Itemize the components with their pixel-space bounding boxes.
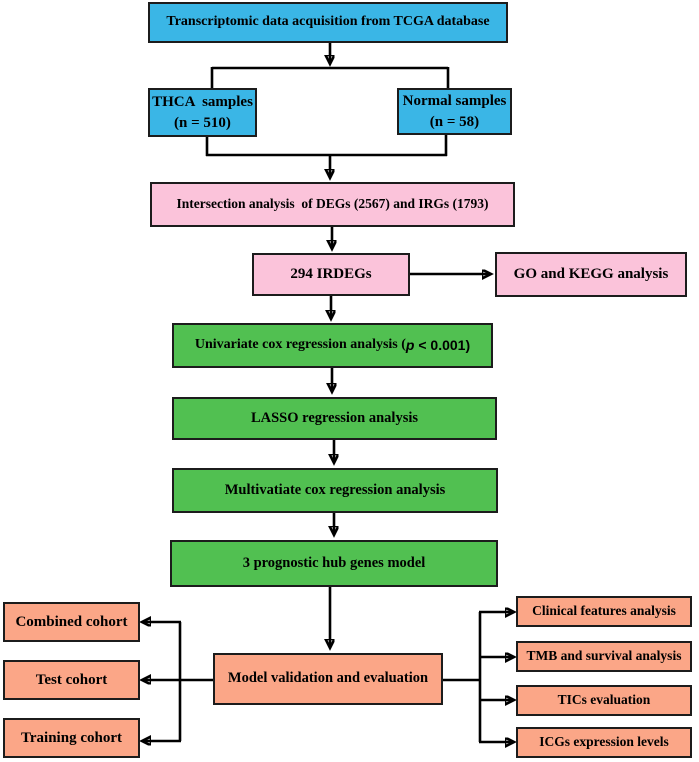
node-go-kegg-label: GO and KEGG analysis [513, 266, 669, 283]
node-lasso-label: LASSO regression analysis [250, 409, 419, 426]
node-lasso-regression: LASSO regression analysis [172, 397, 497, 440]
node-test-cohort-label: Test cohort [35, 671, 108, 688]
node-univariate-label-prefix: Univariate cox regression analysis ( [194, 337, 406, 353]
node-normal-line2: (n = 58) [429, 113, 480, 130]
node-thca-line1: THCA samples [152, 94, 253, 111]
node-combined-cohort: Combined cohort [3, 602, 140, 642]
node-hub-genes-model: 3 prognostic hub genes model [170, 540, 498, 587]
node-thca-samples: THCA samples (n = 510) [148, 88, 257, 137]
node-test-cohort: Test cohort [3, 660, 140, 700]
node-intersection-analysis: Intersection analysis of DEGs (2567) and… [150, 182, 515, 227]
node-thca-line2: (n = 510) [174, 114, 231, 131]
node-multivariate-cox: Multivatiate cox regression analysis [172, 468, 498, 513]
node-normal-line1: Normal samples [402, 93, 507, 110]
node-training-cohort-label: Training cohort [21, 729, 122, 746]
node-go-kegg-analysis: GO and KEGG analysis [495, 252, 687, 297]
node-univariate-p-symbol: p [405, 337, 415, 354]
node-tcga-label: Transcriptomic data acquisition from TCG… [166, 14, 490, 30]
node-tmb-survival: TMB and survival analysis [516, 641, 692, 672]
node-tics-evaluation: TICs evaluation [516, 685, 692, 716]
node-model-validation-label: Model validation and evaluation [227, 670, 429, 687]
node-normal-samples: Normal samples (n = 58) [397, 88, 512, 135]
node-combined-cohort-label: Combined cohort [15, 613, 128, 630]
node-tcga-database: Transcriptomic data acquisition from TCG… [148, 2, 508, 43]
node-icgs-expression-label: ICGs expression levels [539, 734, 669, 750]
node-tics-evaluation-label: TICs evaluation [557, 692, 651, 708]
node-model-validation: Model validation and evaluation [213, 653, 443, 705]
node-clinical-features-label: Clinical features analysis [532, 603, 676, 619]
node-irdegs-label: 294 IRDEGs [290, 266, 372, 283]
node-intersection-label: Intersection analysis of DEGs (2567) and… [176, 196, 489, 212]
node-icgs-expression: ICGs expression levels [516, 727, 692, 758]
node-multivariate-label: Multivatiate cox regression analysis [224, 481, 446, 498]
node-irdegs: 294 IRDEGs [252, 253, 410, 296]
node-hub-genes-label: 3 prognostic hub genes model [242, 554, 426, 571]
node-univariate-label-suffix: < 0.001) [414, 337, 471, 354]
node-univariate-cox: Univariate cox regression analysis (p < … [172, 323, 493, 368]
node-tmb-survival-label: TMB and survival analysis [526, 648, 682, 664]
node-clinical-features: Clinical features analysis [516, 596, 692, 627]
node-training-cohort: Training cohort [3, 718, 140, 758]
